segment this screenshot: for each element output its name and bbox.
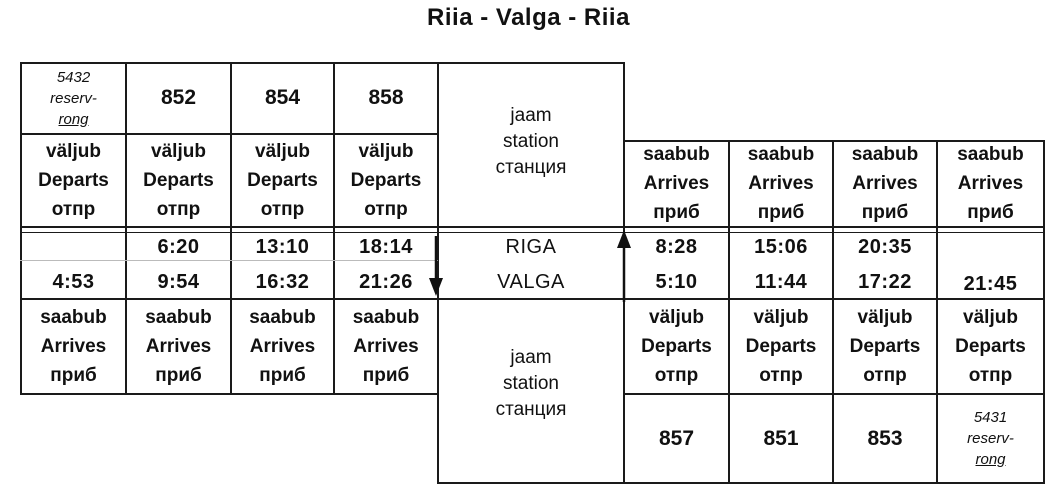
train-number: 854	[264, 86, 301, 109]
station-valga: VALGA	[497, 270, 565, 293]
train-number: 851	[763, 426, 799, 450]
valga-time: 5:10	[655, 270, 698, 293]
reserve-train-5432: 5432 reserv- rong	[50, 68, 97, 128]
train-number: 857	[658, 426, 695, 450]
riga-time: 15:06	[754, 235, 808, 258]
riga-time	[938, 233, 1043, 261]
riga-time: 20:35	[858, 235, 912, 258]
riga-time: 13:10	[255, 235, 310, 258]
valga-time: 17:22	[858, 270, 912, 293]
train-number: 852	[160, 86, 197, 109]
riga-time: 18:14	[359, 235, 413, 258]
riga-time: 6:20	[157, 235, 200, 258]
page-title: Riia - Valga - Riia	[427, 4, 630, 31]
valga-time: 21:26	[359, 270, 413, 293]
valga-time: 9:54	[157, 270, 200, 293]
valga-time: 21:45	[963, 272, 1018, 295]
up-arrow-icon	[617, 230, 631, 302]
riga-time	[22, 233, 125, 261]
valga-time: 11:44	[754, 270, 808, 293]
station-riga: RIGA	[505, 235, 557, 258]
valga-time: 16:32	[255, 270, 310, 293]
train-number: 858	[368, 86, 404, 109]
valga-time: 4:53	[52, 270, 95, 293]
riga-time: 8:28	[655, 235, 698, 258]
down-arrow-icon	[429, 236, 443, 296]
reserve-train-5431: 5431 reserv- rong	[967, 409, 1014, 468]
train-number: 853	[867, 426, 903, 450]
